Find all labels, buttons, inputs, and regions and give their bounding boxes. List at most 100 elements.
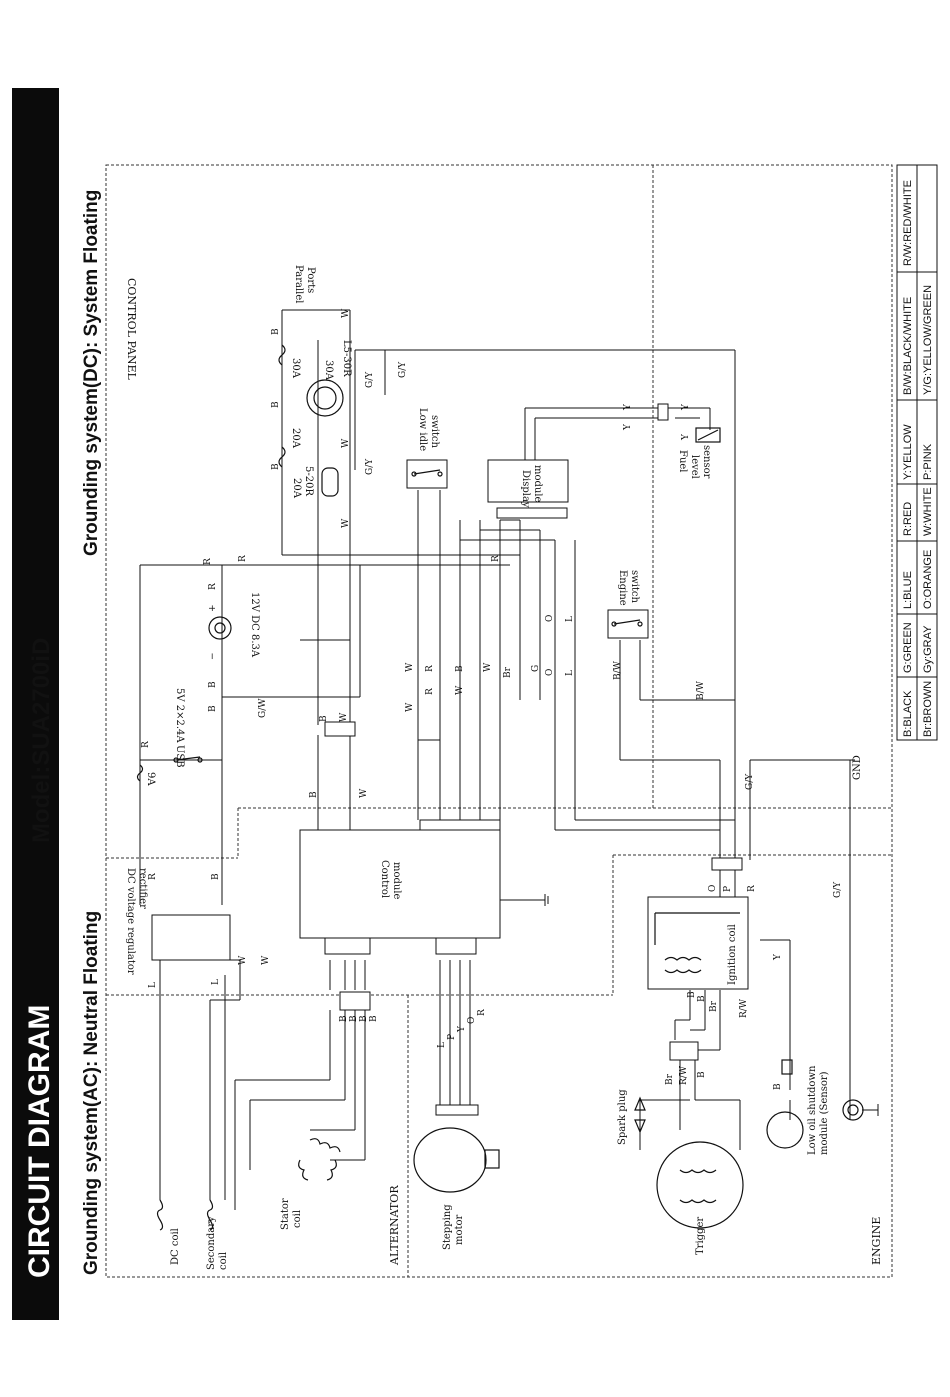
wire-label: L — [565, 616, 575, 622]
wire-label: W — [359, 788, 369, 798]
display-module-label-1: Display — [520, 470, 531, 508]
low-oil-sensor — [766, 1111, 804, 1149]
section-engine: ENGINE — [870, 1217, 883, 1265]
parallel-ports-label-1: Parallel — [293, 265, 304, 304]
wire-label: R — [747, 885, 757, 892]
legend-gy: Gy:GRAY — [922, 625, 934, 673]
wire-label: R — [425, 665, 435, 672]
spark-plug — [634, 1096, 646, 1134]
legend-y: Y:YELLOW — [902, 424, 914, 480]
wire-label: W — [483, 662, 493, 672]
wire-label: Y — [773, 953, 783, 961]
breaker-20a-label: 20A — [290, 428, 301, 449]
wire-label: B/W — [613, 660, 623, 680]
wire-label: Br — [503, 666, 513, 678]
wire-label: B — [697, 1071, 707, 1078]
parallel-ports-label-2: Ports — [305, 267, 316, 293]
dc-coil-label: DC coil — [170, 1228, 181, 1265]
wire-label: G/Y — [833, 881, 843, 898]
wire-label: W — [341, 438, 351, 448]
wire-label: W — [341, 518, 351, 528]
stepping-motor — [413, 1127, 487, 1193]
regulator-label-1: DC voltage regulator — [125, 868, 136, 975]
wire-label: G/W — [258, 698, 268, 718]
wire-label: B — [208, 705, 218, 712]
fuse-9a — [136, 764, 144, 782]
low-oil-label-2: module (Sensor) — [819, 1071, 830, 1155]
wire-label: B — [359, 1015, 369, 1022]
fuel-connector — [657, 403, 669, 421]
diagram-border — [105, 164, 893, 1278]
fuel-label-1: Fuel — [677, 450, 688, 473]
wire-label: G/Y — [398, 361, 408, 378]
wire-label: L — [211, 979, 221, 985]
outlet-30a-type-label: L5-30R — [341, 340, 352, 377]
wire-label: W — [238, 955, 248, 965]
spark-plug-label: Spark plug — [617, 1089, 628, 1145]
ignition-input-connector — [711, 857, 743, 871]
legend-l: L:BLUE — [902, 571, 914, 609]
wire-label: − — [208, 652, 218, 660]
low-idle-switch-box — [406, 459, 448, 489]
wire-label: B/W — [696, 680, 706, 700]
legend-bw: B/W:BLACK/WHITE — [902, 297, 914, 395]
low-oil-label-1: Low oil shutdown — [807, 1065, 818, 1155]
fuel-label-3: sensor — [701, 445, 712, 479]
dc-outlet — [208, 616, 232, 640]
gnd-label: GND — [852, 755, 863, 780]
secondary-coil-label-2: coil — [218, 1252, 229, 1270]
regulator-box — [151, 914, 231, 961]
ignition-coil-label: Ignition coil — [727, 924, 738, 985]
engine-switch-label-1: Engine — [617, 570, 628, 606]
wire-label: R — [141, 741, 151, 748]
wire-label: B — [208, 681, 218, 688]
usb-rating-label: 5V 2×2.4A — [174, 688, 185, 743]
wire-label: B — [271, 463, 281, 470]
wire-label: G/Y — [745, 773, 755, 790]
legend-rw: R/W:RED/WHITE — [902, 180, 914, 266]
wire-label: L — [148, 982, 158, 988]
wire-label: W — [405, 702, 415, 712]
wire-label: W — [455, 685, 465, 695]
ground-dc-label: Grounding system(DC): System Floating — [81, 190, 102, 556]
outlet-20a-type-label: 5-20R — [303, 466, 314, 496]
control-module-connector-top — [419, 819, 501, 831]
breaker-20a — [278, 446, 286, 468]
wire-label: O — [545, 669, 555, 676]
trigger-label: Trigger — [695, 1217, 706, 1255]
wire-label: W — [339, 712, 349, 722]
page-title: CIRCUIT DIAGRAM — [23, 1005, 56, 1278]
section-alternator: ALTERNATOR — [388, 1185, 401, 1266]
control-module-box — [299, 829, 501, 939]
trigger — [656, 1141, 744, 1229]
legend-br: Br:BROWN — [922, 681, 934, 737]
legend-w: W:WHITE — [922, 487, 934, 536]
outlet-20a-label: 20A — [291, 478, 302, 499]
control-module-label-1: Control — [379, 860, 390, 898]
wire-label: R — [491, 555, 501, 562]
wire-label: Y — [623, 403, 633, 411]
wire-label: B — [319, 715, 329, 722]
wire-label: R — [477, 1009, 487, 1016]
legend-o: O:ORANGE — [922, 550, 934, 609]
outlet-l5-30r — [306, 379, 344, 417]
wire-label: G/Y — [365, 458, 375, 475]
control-module-label-2: module — [391, 862, 402, 900]
display-module-label-2: module — [532, 465, 543, 503]
ground-ac-label: Grounding system(AC): Neutral Floating — [81, 911, 102, 1275]
wire-label: B — [349, 1015, 359, 1022]
breaker-30a-label: 30A — [290, 358, 301, 379]
section-control-panel: CONTROL PANEL — [125, 278, 138, 380]
stator-coil-label-1: Stator — [280, 1198, 291, 1230]
wire-label: P — [723, 886, 733, 892]
dc-coil — [156, 1199, 164, 1231]
outlet-5-20r — [321, 467, 339, 497]
breaker-30a — [278, 344, 286, 366]
wire-label: P — [447, 1034, 457, 1040]
title-band — [12, 88, 59, 1320]
fuel-label-2: level — [689, 455, 700, 479]
wire-label: Br — [665, 1073, 675, 1085]
wire-label: O — [467, 1017, 477, 1024]
outlet-30a-label: 30A — [323, 360, 334, 381]
legend-r: R:RED — [902, 502, 914, 536]
